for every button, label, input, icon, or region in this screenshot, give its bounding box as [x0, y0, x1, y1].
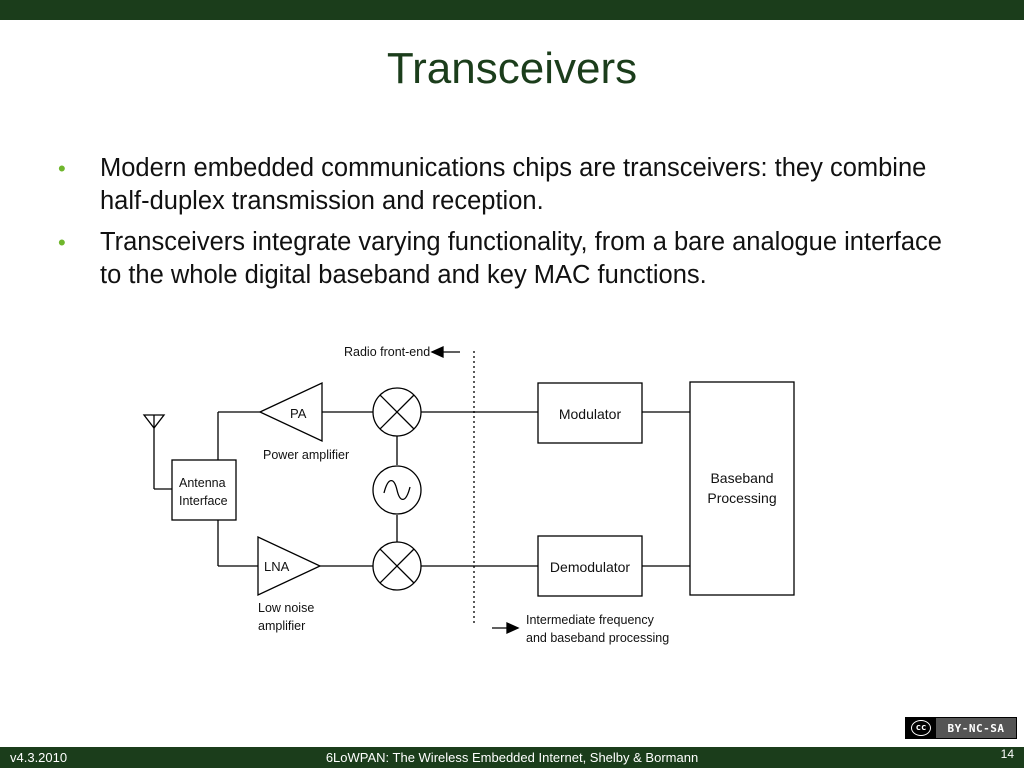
radio-front-end-label: Radio front-end — [344, 345, 430, 359]
lna-caption-line-2: amplifier — [258, 619, 305, 633]
pa-caption: Power amplifier — [263, 448, 349, 462]
pa-label: PA — [290, 406, 307, 421]
footer-text: 6LoWPAN: The Wireless Embedded Internet,… — [325, 750, 699, 765]
oscillator-icon — [372, 436, 422, 542]
antenna-interface-label-2: Interface — [179, 494, 228, 508]
lna-label: LNA — [264, 559, 290, 574]
bullet-dot-icon: • — [58, 230, 66, 255]
creative-commons-icon: cc — [906, 718, 936, 738]
baseband-label-1: Baseband — [710, 470, 773, 486]
bullet-dot-icon: • — [58, 156, 66, 181]
baseband-box — [689, 381, 795, 596]
bullet-item: • Modern embedded communications chips a… — [58, 152, 958, 218]
bullet-text: Transceivers integrate varying functiona… — [100, 228, 942, 289]
antenna-interface-box — [171, 459, 237, 521]
if-label-1: Intermediate frequency — [526, 613, 655, 627]
bullet-text: Modern embedded communications chips are… — [100, 154, 927, 215]
footer-bar: v4.3.2010 6LoWPAN: The Wireless Embedded… — [0, 747, 1024, 768]
license-text: BY-NC-SA — [936, 718, 1016, 738]
baseband-label-2: Processing — [707, 490, 776, 506]
arrow-right-icon — [492, 621, 520, 635]
footer-version: v4.3.2010 — [10, 750, 68, 765]
lna-triangle — [257, 535, 322, 597]
license-badge[interactable]: cc BY-NC-SA — [905, 717, 1017, 739]
lna-caption-line-1: Low noise — [258, 601, 314, 615]
bullet-item: • Transceivers integrate varying functio… — [58, 226, 958, 292]
demodulator-label: Demodulator — [550, 559, 630, 575]
mixer-icon — [372, 541, 422, 591]
arrow-left-icon — [430, 345, 460, 359]
mixer-icon — [372, 387, 422, 437]
slide-title: Transceivers — [386, 44, 638, 93]
bullet-list: • Modern embedded communications chips a… — [58, 152, 958, 300]
top-bar — [0, 0, 1024, 20]
antenna-interface-label-1: Antenna — [179, 476, 226, 490]
modulator-box — [537, 382, 643, 444]
modulator-label: Modulator — [559, 406, 622, 422]
if-label-2: and baseband processing — [526, 631, 669, 645]
transceiver-diagram: Radio front-end PA Power amplifier LNA L… — [142, 345, 795, 645]
antenna-icon — [142, 414, 172, 490]
page-number: 14 — [1000, 747, 1014, 761]
